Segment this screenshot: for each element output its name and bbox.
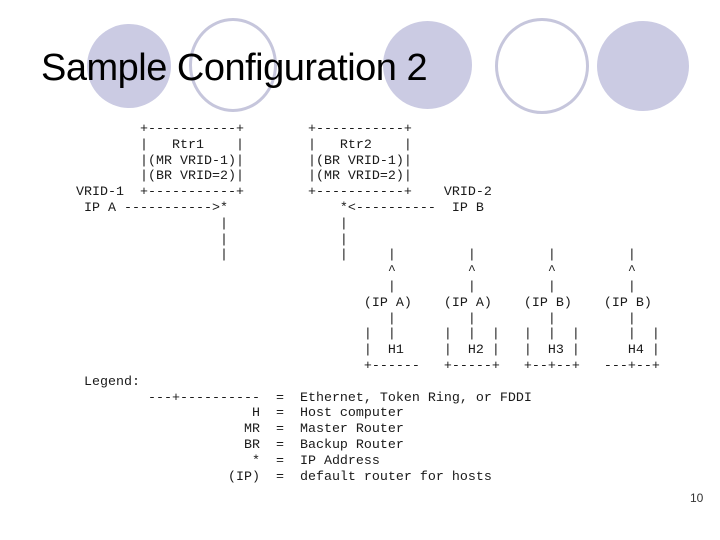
page-number: 10 [690,491,704,505]
diagram-area: +-----------+ +-----------+ | Rtr1 | | R… [60,122,660,485]
decorative-circle-2 [189,18,277,112]
page-title: Sample Configuration 2 [41,47,428,89]
ascii-legend: Legend: ---+---------- = Ethernet, Token… [83,374,532,485]
decorative-circle-3 [383,21,472,109]
decorative-circle-5 [597,21,689,111]
decorative-circle-4 [495,18,589,114]
decorative-circle-1 [87,24,171,108]
ascii-network-diagram: +-----------+ +-----------+ | Rtr1 | | R… [75,122,660,374]
